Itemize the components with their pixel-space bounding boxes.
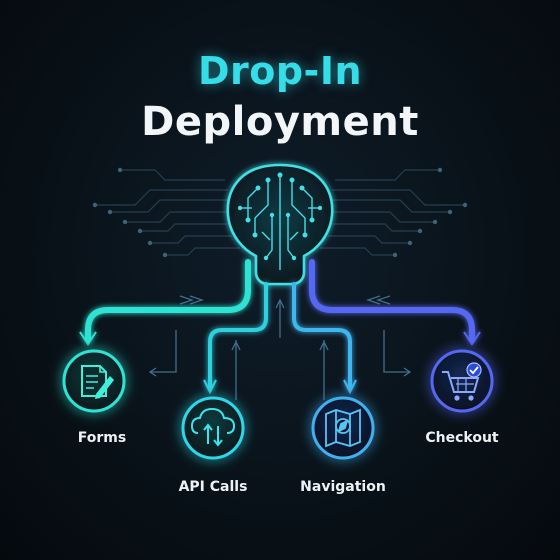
connector-forms xyxy=(79,259,251,346)
node-api-calls[interactable] xyxy=(181,396,245,460)
connector-checkout xyxy=(309,259,481,346)
feedback-arrows xyxy=(148,295,412,400)
brain-circuit-icon xyxy=(226,163,334,286)
document-pen-icon xyxy=(81,365,114,399)
node-checkout[interactable] xyxy=(430,349,494,413)
cloud-sync-icon xyxy=(190,407,236,447)
connector-navigation xyxy=(292,282,357,395)
connector-api-calls xyxy=(203,282,268,395)
label-forms: Forms xyxy=(77,430,127,446)
title-line-1: Drop-In xyxy=(197,49,363,93)
map-compass-icon xyxy=(325,408,361,448)
shopping-cart-check-icon xyxy=(442,362,482,401)
background-circuit-traces xyxy=(95,169,465,256)
label-navigation: Navigation xyxy=(300,479,386,495)
label-api-calls: API Calls xyxy=(178,479,248,495)
title-line-2: Deployment xyxy=(141,99,419,145)
label-checkout: Checkout xyxy=(425,430,499,446)
background-circuit-nodes xyxy=(92,167,468,258)
